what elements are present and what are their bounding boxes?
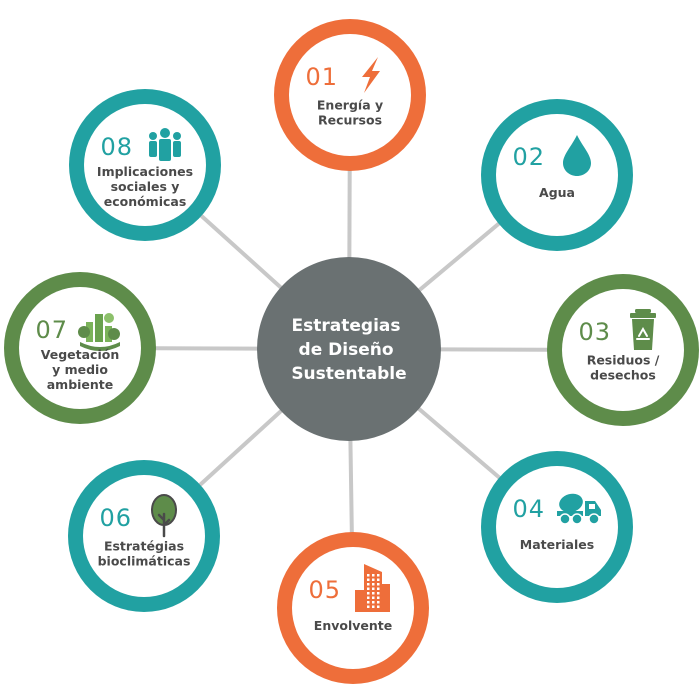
node-inner: [292, 547, 414, 669]
node-inner: [289, 34, 411, 156]
center-line-2: de Diseño: [299, 340, 394, 360]
node-label: Materiales: [520, 537, 594, 552]
node-label-line: Envolvente: [314, 618, 392, 633]
node-number: 08: [100, 133, 133, 161]
node-label-line: y medio: [52, 362, 108, 377]
center-title: Estrategias de Diseño Sustentable: [291, 316, 406, 384]
green-city-icon: [78, 313, 120, 351]
cement-truck-icon: [557, 493, 601, 525]
recycle-bin-icon: [630, 309, 656, 350]
node-number: 03: [578, 318, 611, 346]
node-inner: [496, 114, 618, 236]
center-node: Estrategias de Diseño Sustentable: [257, 257, 441, 441]
node-label-line: Estratégias: [104, 539, 184, 554]
node-label-line: Recursos: [318, 113, 382, 128]
center-line-1: Estrategias: [292, 316, 401, 336]
node-number: 05: [308, 576, 341, 604]
lightning-bolt-icon: [362, 57, 380, 93]
node-label-line: Implicaciones: [97, 164, 193, 179]
node-number: 01: [305, 63, 338, 91]
node-label-line: económicas: [104, 194, 187, 209]
node-number: 07: [35, 316, 68, 344]
node-label: Residuos /desechos: [587, 353, 660, 383]
node-label-line: Residuos /: [587, 353, 660, 368]
tree-icon: [151, 494, 177, 538]
node-number: 06: [99, 504, 132, 532]
node-label: Agua: [539, 185, 575, 200]
node-inner: [496, 466, 618, 588]
node-inner: [83, 475, 205, 597]
building-icon: [355, 564, 390, 612]
water-drop-icon: [563, 135, 591, 176]
node-number: 04: [512, 495, 545, 523]
center-circle: [257, 257, 441, 441]
node-inner: [562, 289, 684, 411]
node-label-line: Agua: [539, 185, 575, 200]
node-label-line: bioclimáticas: [98, 554, 191, 569]
center-line-3: Sustentable: [291, 364, 406, 384]
node-label-line: Materiales: [520, 537, 594, 552]
node-label: Envolvente: [314, 618, 392, 633]
node-label-line: Energía y: [317, 98, 383, 113]
node-label-line: desechos: [590, 368, 656, 383]
node-label-line: Vegetación: [41, 347, 120, 362]
people-group-icon: [149, 128, 181, 161]
node-label-line: ambiente: [47, 377, 114, 392]
node-number: 02: [512, 143, 545, 171]
node-label-line: sociales y: [111, 179, 180, 194]
